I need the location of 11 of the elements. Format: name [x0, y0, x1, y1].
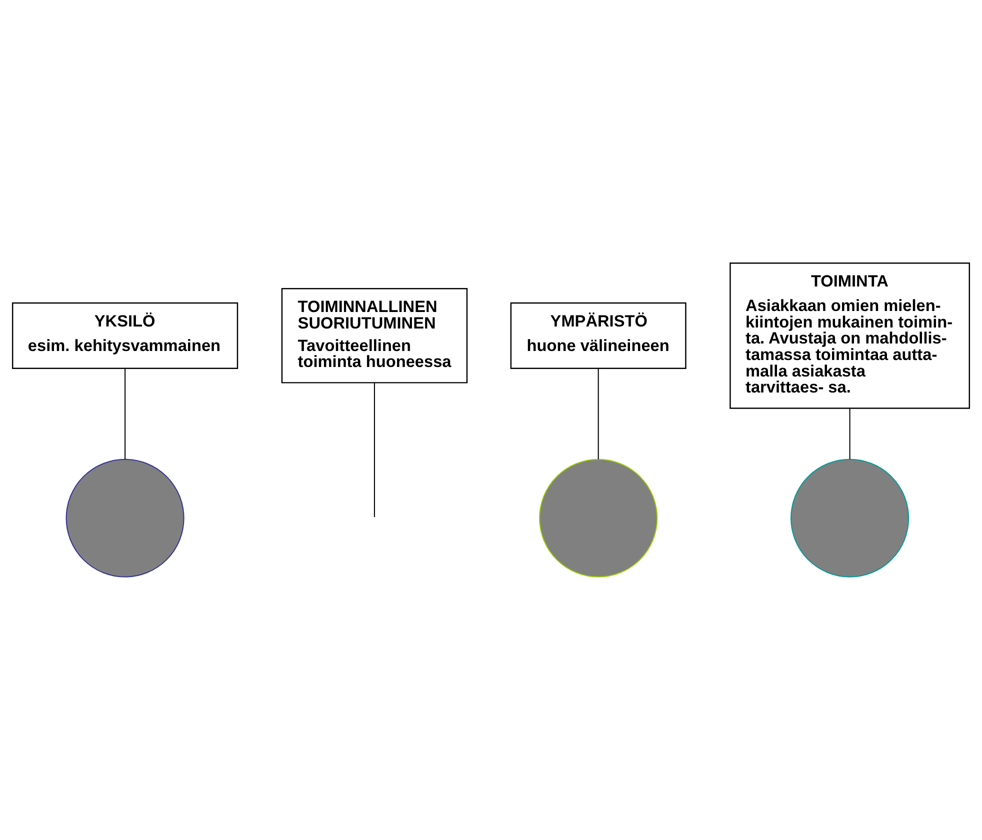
connector [598, 368, 599, 460]
connector [849, 408, 850, 460]
node-box: TOIMINNALLINEN SUORIUTUMINEN Tavoitteellinen toiminta huoneessa [281, 288, 468, 384]
node-circle [790, 458, 910, 578]
node-circle [66, 458, 184, 578]
node-box: TOIMINTA Asiakkaan omien mielen- kiintojen mukainen toimin- ta. Avustaja on mahdollis- tamassa toimintaa autta- malla asiakasta tarvittaes- sa. [730, 262, 970, 409]
connector [374, 383, 375, 518]
node-box: YKSILÖ esim. kehitysvammainen [12, 302, 238, 369]
node-box: YMPÄRISTÖ huone välineineen [510, 302, 686, 369]
connector [124, 368, 126, 460]
node-circle [539, 458, 658, 578]
